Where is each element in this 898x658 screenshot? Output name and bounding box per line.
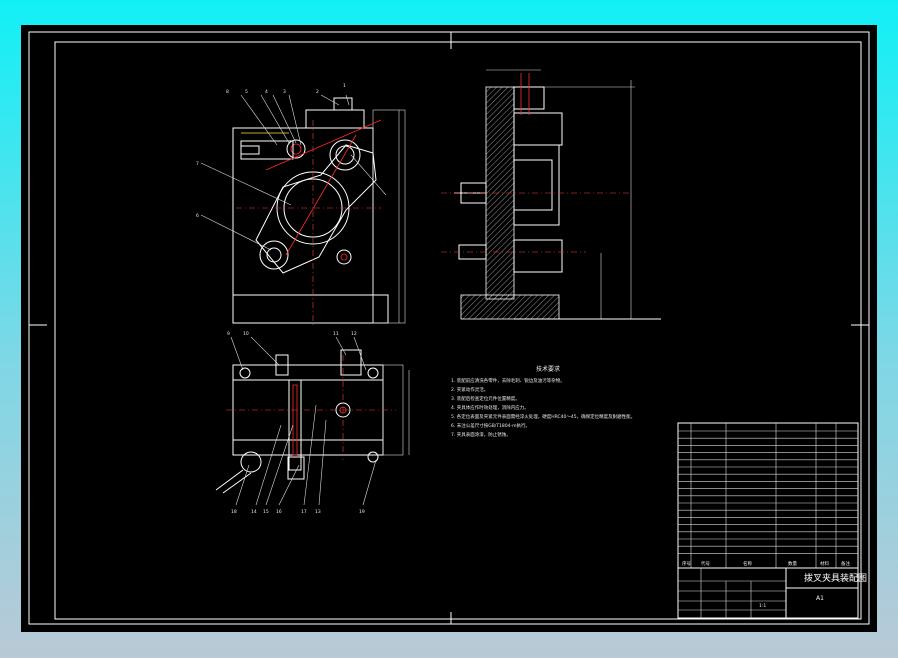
balloon-label: 18 <box>231 509 237 515</box>
header-cell: 名称 <box>743 560 752 567</box>
header-cell: 序号 <box>682 560 691 567</box>
balloon-label: 9 <box>227 331 230 337</box>
balloon-label: 3 <box>283 89 286 95</box>
note-line: 5. 各定位表面及夹紧元件表面需经淬火处理，硬度HRC40～45，确保定位精度及… <box>451 413 635 420</box>
plan-view-balloons: 9 10 11 12 18 14 15 16 17 13 19 <box>227 331 365 515</box>
title-block: 拨叉夹具装配图 A1 1:1 <box>677 567 867 619</box>
balloon-label: 14 <box>251 509 257 515</box>
parts-list: 序号 代号 名称 数量 材料 备注 <box>677 422 859 569</box>
sheet-border <box>28 31 870 625</box>
technical-notes: 技术要求 1. 装配前应清洗各零件，去除毛刺、锐边及油污等杂物。 2. 夹紧动作… <box>451 365 635 438</box>
note-line: 1. 装配前应清洗各零件，去除毛刺、锐边及油污等杂物。 <box>451 377 565 384</box>
side-view <box>441 69 661 320</box>
balloon-label: 5 <box>245 89 248 95</box>
balloon-label: 10 <box>243 331 249 337</box>
drawing-sheet: 8 5 4 3 2 1 7 6 <box>21 25 877 632</box>
drawing-sheet-size: A1 <box>816 595 824 602</box>
balloon-label: 4 <box>265 89 268 95</box>
balloon-label: 1 <box>343 83 346 89</box>
balloon-label: 2 <box>316 89 319 95</box>
balloon-label: 7 <box>196 161 199 167</box>
front-view-balloons: 8 5 4 3 2 1 7 6 <box>196 83 346 219</box>
balloon-label: 8 <box>226 89 229 95</box>
plan-view <box>215 336 410 506</box>
header-cell: 代号 <box>701 560 710 567</box>
balloon-label: 19 <box>359 509 365 515</box>
note-line: 3. 装配后检查定位元件位置精度。 <box>451 395 520 402</box>
balloon-label: 6 <box>196 213 199 219</box>
drawing-name: 拨叉夹具装配图 <box>804 572 867 584</box>
front-view <box>200 94 406 325</box>
header-cell: 材料 <box>820 560 829 567</box>
header-cell: 数量 <box>788 560 797 567</box>
note-line: 4. 夹具体应作时效处理，消除内应力。 <box>451 404 529 411</box>
balloon-label: 13 <box>315 509 321 515</box>
cad-drawing: 8 5 4 3 2 1 7 6 <box>28 31 870 625</box>
notes-title: 技术要求 <box>536 365 560 373</box>
balloon-label: 12 <box>351 331 357 337</box>
note-line: 6. 未注公差尺寸按GB/T1804-m执行。 <box>451 422 530 429</box>
balloon-label: 17 <box>301 509 307 515</box>
balloon-label: 11 <box>333 331 339 337</box>
drawing-scale: 1:1 <box>759 603 766 609</box>
balloon-label: 16 <box>276 509 282 515</box>
note-line: 7. 夹具表面涂漆，防止锈蚀。 <box>451 431 511 438</box>
note-line: 2. 夹紧动作灵活。 <box>451 386 488 393</box>
header-cell: 备注 <box>841 560 850 567</box>
balloon-label: 15 <box>263 509 269 515</box>
